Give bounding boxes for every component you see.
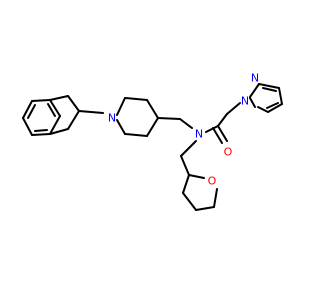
indane-benzene-ring xyxy=(22,99,61,136)
thf-oxygen-label: O xyxy=(208,175,217,188)
atom-label-thf-o: O xyxy=(208,175,217,188)
pyrazole-ring xyxy=(249,83,283,113)
piperidine-ring xyxy=(116,97,159,137)
tetrahydrofuran-ring xyxy=(182,174,218,211)
molecule-structure: N N O N N O xyxy=(22,72,283,211)
pyrazole-n2-label: N xyxy=(251,72,259,85)
atom-label-pyrazole-n2: N xyxy=(251,72,259,85)
indane-cyclopentane-ring xyxy=(49,95,80,135)
bond-indane-piperidine xyxy=(78,110,104,114)
piperidine-nitrogen-label: N xyxy=(108,112,116,125)
atom-label-piperidine-n: N xyxy=(108,112,116,125)
atom-label-amide-n: N xyxy=(195,128,203,141)
carbonyl-oxygen-label: O xyxy=(224,146,233,159)
acetamide-chain xyxy=(205,102,241,144)
atom-label-carbonyl-o: O xyxy=(224,146,233,159)
linker-chain xyxy=(157,117,193,129)
tetrahydrofurfuryl-chain xyxy=(180,140,197,176)
pyrazole-n1-label: N xyxy=(241,95,249,108)
atom-label-pyrazole-n1: N xyxy=(241,95,249,108)
amide-nitrogen-label: N xyxy=(195,128,203,141)
